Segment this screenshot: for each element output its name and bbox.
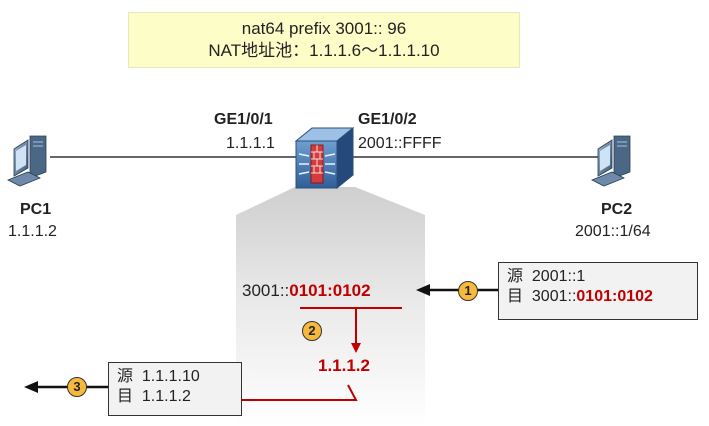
step1-src-label: 源 xyxy=(507,268,524,285)
step3-dst-value: 1.1.1.2 xyxy=(141,388,191,405)
step3-dst-row: 目 1.1.1.2 xyxy=(117,387,233,407)
pc2-icon xyxy=(591,135,631,187)
step2-badge: 2 xyxy=(302,321,322,341)
step1-src-row: 源 2001::1 xyxy=(507,267,689,287)
pc2-ip: 2001::1/64 xyxy=(575,223,651,240)
nat64-prefix-text: nat64 prefix 3001:: 96 xyxy=(241,19,407,38)
pc1-ip: 1.1.1.2 xyxy=(8,223,57,240)
step1-dst-label: 目 xyxy=(507,288,524,305)
step3-badge: 3 xyxy=(67,377,87,397)
port-right-name: GE1/0/2 xyxy=(358,111,417,128)
step1-dst-row: 目 3001::0101:0102 xyxy=(507,287,689,307)
step3-src-value: 1.1.1.10 xyxy=(141,368,200,385)
pc2-name: PC2 xyxy=(601,201,633,218)
pc1-icon xyxy=(7,135,47,187)
step2-ipv6-address: 3001::0101:0102 xyxy=(242,281,371,301)
port-left-ip: 1.1.1.1 xyxy=(226,135,275,152)
step3-src-row: 源 1.1.1.10 xyxy=(117,367,233,387)
nat64-config-note: nat64 prefix 3001:: 96 NAT地址池：1.1.1.6～1.… xyxy=(128,12,520,68)
nat-pool-text: NAT地址池：1.1.1.6～1.1.1.10 xyxy=(208,41,440,60)
step1-dst-prefix: 3001:: xyxy=(531,288,577,305)
step2-addr-prefix: 3001:: xyxy=(242,281,290,300)
step1-src-value: 2001::1 xyxy=(531,268,586,285)
port-right-ip: 2001::FFFF xyxy=(358,135,442,152)
step1-packet-box: 源 2001::1 目 3001::0101:0102 xyxy=(498,262,698,320)
step3-src-label: 源 xyxy=(117,368,134,385)
firewall-icon xyxy=(294,126,355,190)
step2-addr-suffix: 0101:0102 xyxy=(289,281,371,300)
pc1-name: PC1 xyxy=(20,201,52,218)
port-left-name: GE1/0/1 xyxy=(214,111,273,128)
step1-dst-suffix: 0101:0102 xyxy=(576,288,653,305)
step3-dst-label: 目 xyxy=(117,388,134,405)
step2-ipv4-result: 1.1.1.2 xyxy=(318,356,370,375)
step1-badge: 1 xyxy=(458,281,478,301)
step3-packet-box: 源 1.1.1.10 目 1.1.1.2 xyxy=(108,362,242,416)
zoom-cone xyxy=(236,187,425,426)
step3-return-arrow xyxy=(233,384,358,401)
